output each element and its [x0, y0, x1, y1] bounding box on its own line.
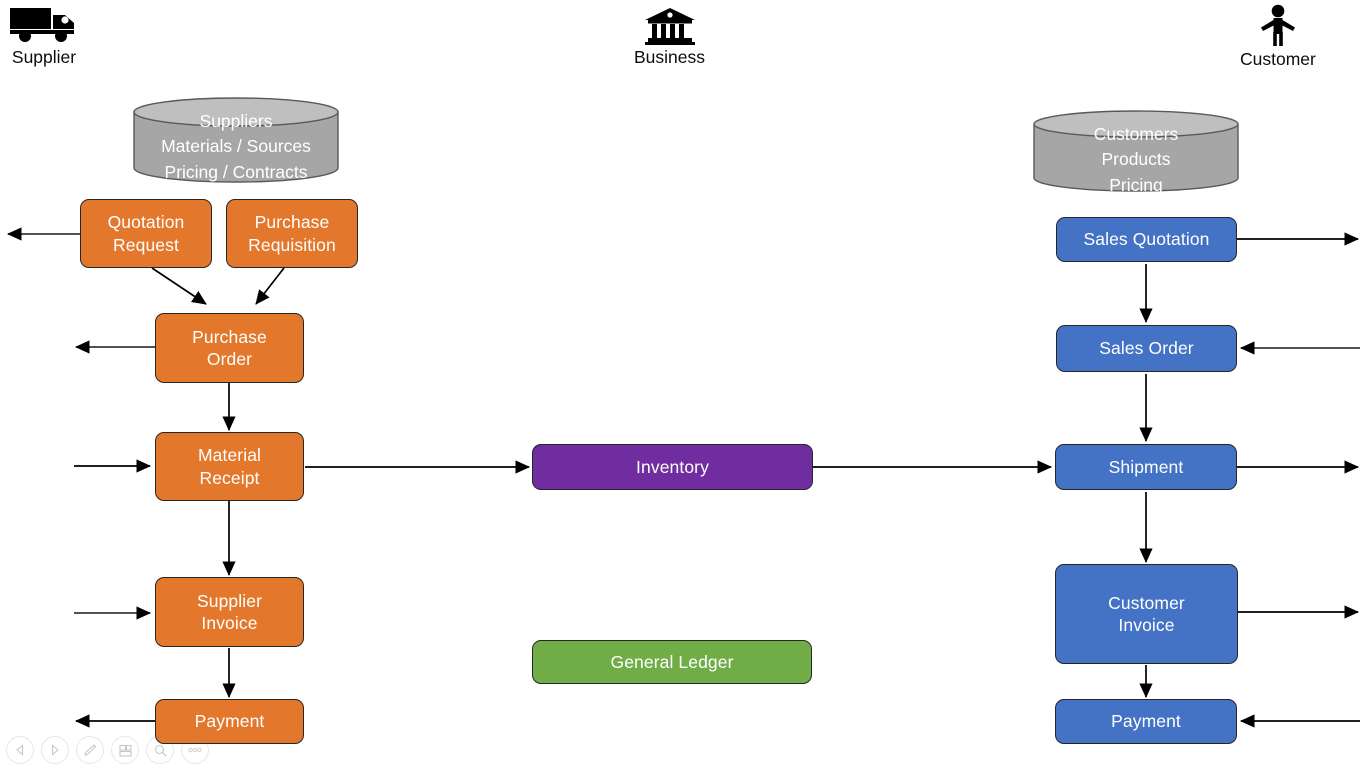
actor-supplier-label: Supplier — [11, 47, 77, 67]
node-supplier-invoice[interactable]: Supplier Invoice — [155, 577, 304, 647]
node-customer-invoice[interactable]: Customer Invoice — [1055, 564, 1238, 664]
all-slides-button[interactable] — [111, 736, 139, 764]
actor-customer: Customer — [1240, 4, 1316, 70]
person-icon — [1255, 4, 1301, 48]
bank-icon — [643, 6, 697, 46]
actor-supplier: Supplier — [8, 4, 80, 68]
node-sales-quotation[interactable]: Sales Quotation — [1056, 217, 1237, 262]
node-inventory[interactable]: Inventory — [532, 444, 813, 490]
node-supplier-payment[interactable]: Payment — [155, 699, 304, 744]
pen-tool-button[interactable] — [76, 736, 104, 764]
node-sales-order[interactable]: Sales Order — [1056, 325, 1237, 372]
database-customer-master-data-label: Customers Products Pricing — [1093, 124, 1179, 195]
node-quotation-request[interactable]: Quotation Request — [80, 199, 212, 268]
node-general-ledger[interactable]: General Ledger — [532, 640, 812, 684]
truck-icon — [8, 4, 80, 46]
database-customer-master-data: Customers Products Pricing — [1033, 110, 1239, 195]
node-shipment[interactable]: Shipment — [1055, 444, 1237, 490]
actor-business: Business — [634, 6, 705, 68]
database-supplier-master-data-label: Suppliers Materials / Sources Pricing / … — [161, 111, 311, 182]
node-purchase-requisition[interactable]: Purchase Requisition — [226, 199, 358, 268]
next-slide-button[interactable] — [41, 736, 69, 764]
node-material-receipt[interactable]: Material Receipt — [155, 432, 304, 501]
previous-slide-button[interactable] — [6, 736, 34, 764]
zoom-button[interactable] — [146, 736, 174, 764]
presenter-toolbar — [6, 736, 209, 764]
actor-business-label: Business — [634, 47, 706, 67]
more-options-button[interactable] — [181, 736, 209, 764]
node-customer-payment[interactable]: Payment — [1055, 699, 1237, 744]
node-purchase-order[interactable]: Purchase Order — [155, 313, 304, 383]
actor-customer-label: Customer — [1240, 49, 1316, 69]
database-supplier-master-data: Suppliers Materials / Sources Pricing / … — [133, 97, 339, 183]
